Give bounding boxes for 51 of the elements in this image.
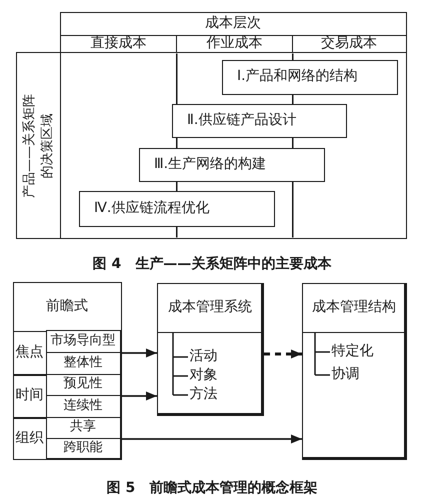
process-panel	[157, 283, 264, 416]
decision-box	[222, 60, 398, 94]
arrow	[122, 392, 157, 400]
row-header-band	[16, 52, 62, 239]
matrix-area	[60, 52, 407, 239]
arrow	[122, 434, 302, 444]
dashed-arrow	[264, 350, 302, 358]
attribute-cell	[46, 374, 121, 396]
attribute-text: 共享	[70, 419, 96, 436]
figure-caption: 图 4 生产——关系矩阵中的主要成本	[92, 255, 332, 273]
column-heading: 作业成本	[206, 35, 262, 52]
decision-text: Ⅲ.生产网络的构建	[154, 156, 266, 172]
figure-caption: 图 5 前瞻式成本管理的概念框架	[106, 479, 318, 497]
list-item: 对象	[190, 367, 218, 384]
header-cell	[60, 12, 407, 36]
attribute-cell	[46, 438, 121, 459]
decision-text: Ⅱ.供应链产品设计	[187, 112, 296, 128]
process-panel	[302, 283, 407, 460]
attribute-text: 整体性	[64, 354, 102, 371]
attribute-cell	[46, 352, 121, 374]
decision-text: Ⅳ.供应链流程优化	[94, 200, 210, 216]
column-heading: 交易成本	[321, 35, 377, 52]
decision-box	[78, 190, 274, 226]
attribute-cell	[46, 417, 121, 438]
band-text: 产品——关系矩阵的决策区域	[20, 92, 56, 200]
category-text: 组织	[16, 430, 44, 446]
framework-table	[13, 282, 122, 460]
decision-box	[172, 104, 346, 138]
list-item: 特定化	[332, 343, 374, 360]
table-title: 前瞻式	[46, 298, 88, 314]
list-item: 协调	[332, 366, 360, 383]
column-heading: 直接成本	[90, 35, 146, 52]
category-text: 焦点	[16, 344, 44, 361]
attribute-cell	[46, 395, 121, 418]
attribute-text: 跨职能	[64, 440, 102, 456]
category-text: 时间	[16, 387, 44, 404]
decision-box	[138, 148, 324, 182]
attribute-text: 预见性	[64, 376, 102, 392]
attribute-text: 连续性	[64, 398, 102, 414]
decision-text: Ⅰ.产品和网络的结构	[237, 68, 358, 85]
attribute-cell	[46, 330, 121, 352]
attribute-text: 市场导向型	[50, 332, 116, 349]
category-row	[12, 374, 122, 418]
category-row	[12, 330, 122, 375]
heading-text: 成本层次	[205, 15, 261, 32]
list-item: 方法	[190, 386, 218, 403]
section-title: 成本管理结构	[312, 298, 396, 316]
list-item: 活动	[190, 348, 218, 365]
arrow	[122, 348, 157, 358]
category-row	[12, 418, 122, 460]
section-title: 成本管理系统	[168, 298, 252, 316]
